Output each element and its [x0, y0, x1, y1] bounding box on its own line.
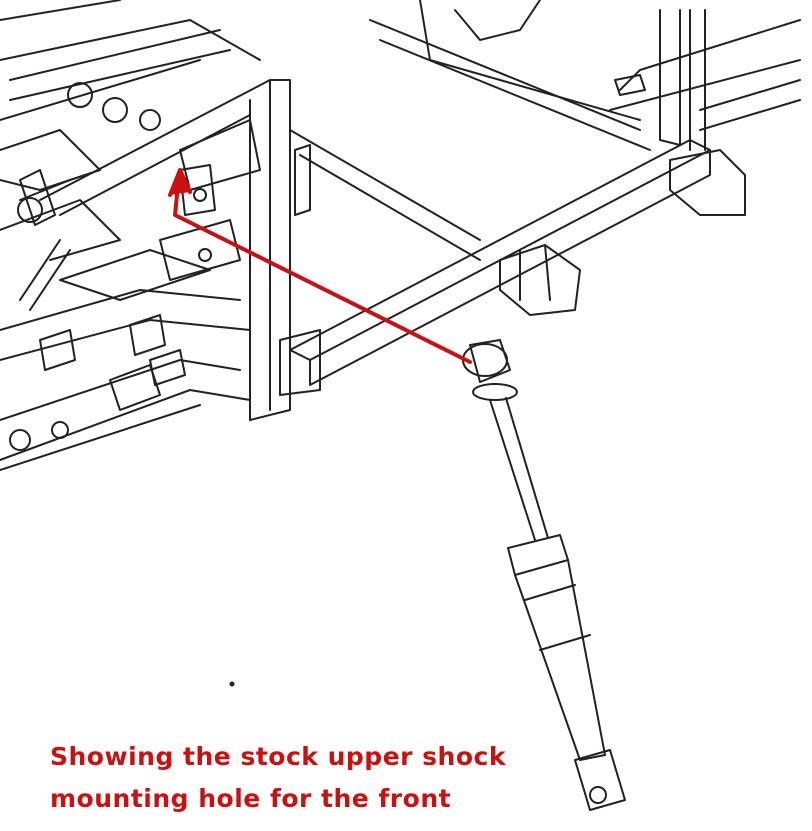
left-frame-rail [0, 0, 261, 471]
caption-line-1: Showing the stock upper shock [50, 742, 506, 771]
main-rail [279, 19, 711, 396]
callout-arrow [168, 168, 472, 364]
caption-line-2: mounting hole for the front [50, 784, 452, 813]
shock-absorber [462, 339, 626, 811]
rail-bracket [499, 244, 581, 316]
upper-right-frame [419, 0, 801, 216]
crossmember [39, 79, 291, 421]
stray-mark [229, 681, 235, 687]
